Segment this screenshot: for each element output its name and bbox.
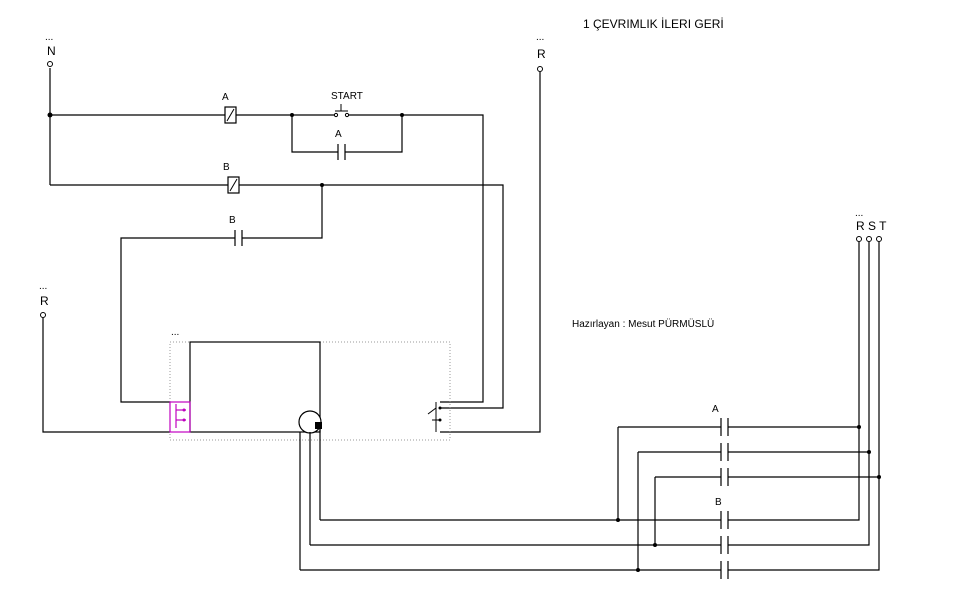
r-left-ellipsis: ... (39, 281, 47, 292)
coil-b-label: B (223, 162, 230, 173)
r-top-ellipsis: ... (536, 32, 544, 43)
t-supply-terminal[interactable] (876, 236, 882, 242)
t-supply-wire (728, 242, 880, 571)
junction (653, 543, 657, 547)
seal-a-right (345, 115, 403, 153)
seal-a-label: A (335, 129, 342, 140)
diagram-title: 1 ÇEVRIMLIK İLERI GERİ (583, 17, 724, 31)
r-supply-terminal[interactable] (856, 236, 862, 242)
device-ellipsis: ... (171, 327, 179, 338)
contactor-b-power-contacts (300, 511, 729, 579)
limit-switch-left[interactable] (169, 401, 191, 433)
junction (47, 112, 53, 118)
seal-b-label: B (229, 215, 236, 226)
start-label: START (331, 91, 363, 102)
power-b-label: B (715, 497, 722, 508)
contactor-a-power-contacts (618, 418, 879, 486)
seal-b-left (120, 237, 235, 403)
cam-block (189, 341, 321, 433)
s-supply-terminal[interactable] (866, 236, 872, 242)
r-supply-wire (728, 242, 860, 521)
rung-a-return (348, 114, 484, 403)
n-terminal[interactable] (47, 61, 53, 67)
limit-switch-right[interactable] (427, 402, 442, 432)
s-supply-wire (728, 242, 870, 546)
junction (616, 518, 620, 522)
rst-ellipsis: ... (855, 208, 863, 219)
n-terminal-label: N (47, 44, 56, 58)
coil-b-slash (229, 178, 238, 192)
r-left-wire (42, 318, 170, 433)
r-top-terminal[interactable] (537, 66, 543, 72)
r-top-label: R (537, 47, 546, 61)
n-terminal-ellipsis: ... (45, 32, 53, 43)
rst-label: R S T (856, 219, 887, 233)
junction (636, 568, 640, 572)
r-top-wire (440, 72, 541, 433)
r-left-label: R (40, 294, 49, 308)
coil-a-label: A (222, 92, 229, 103)
author-label: Hazırlayan : Mesut PÜRMÜSLÜ (572, 318, 714, 330)
coil-a-slash (226, 108, 235, 122)
r-left-terminal[interactable] (40, 312, 46, 318)
start-contact-left (333, 112, 339, 118)
rung-b-return (239, 184, 504, 409)
power-a-label: A (712, 404, 719, 415)
seal-a-left (291, 115, 338, 153)
seal-b-right (242, 185, 323, 239)
motor-terminal (315, 422, 322, 429)
